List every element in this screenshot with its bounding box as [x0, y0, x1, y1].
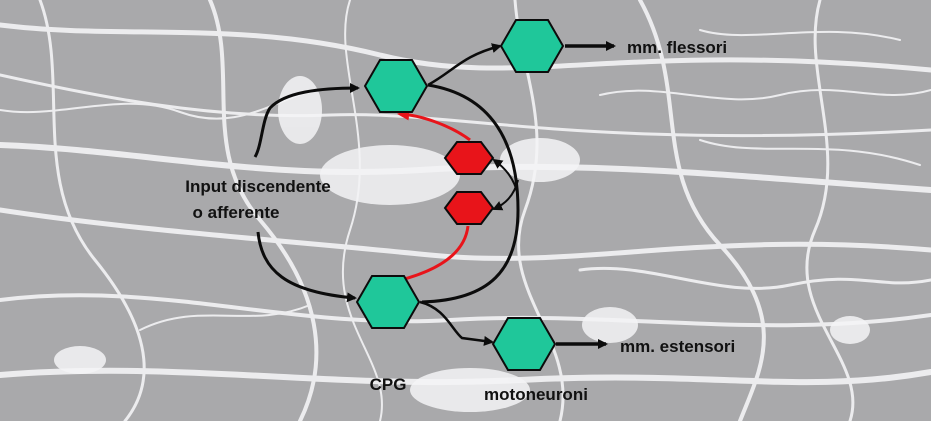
extensor-motoneuron	[491, 317, 557, 371]
motoneurons-label: motoneuroni	[484, 385, 588, 404]
cpg-extensor-neuron	[355, 275, 421, 329]
flexor-motoneuron	[499, 19, 565, 73]
input-path-to-extensor-cpg	[256, 231, 357, 303]
background-cells	[54, 76, 870, 412]
inhibitory-interneuron-bottom	[443, 191, 495, 225]
link-to-top-interneuron	[492, 158, 519, 196]
cpg-flexor-neuron	[363, 59, 429, 113]
cpg-label: CPG	[370, 375, 407, 394]
input-label-line1: Input discendente	[185, 177, 330, 196]
inhibitory-interneuron-top	[443, 141, 495, 175]
link-to-bottom-interneuron	[492, 179, 519, 211]
input-path-to-flexor-cpg	[253, 83, 360, 158]
cpg-half-center-loop	[421, 83, 520, 304]
flexor-cpg-to-motoneuron-path	[427, 43, 502, 87]
inhibitory-path-to-flexor-cpg	[397, 108, 471, 142]
extensor-cpg-to-motoneuron-path	[419, 300, 494, 346]
flexors-label: mm. flessori	[627, 38, 727, 57]
input-label-line2: o afferente	[193, 203, 280, 222]
extensors-label: mm. estensori	[620, 337, 735, 356]
